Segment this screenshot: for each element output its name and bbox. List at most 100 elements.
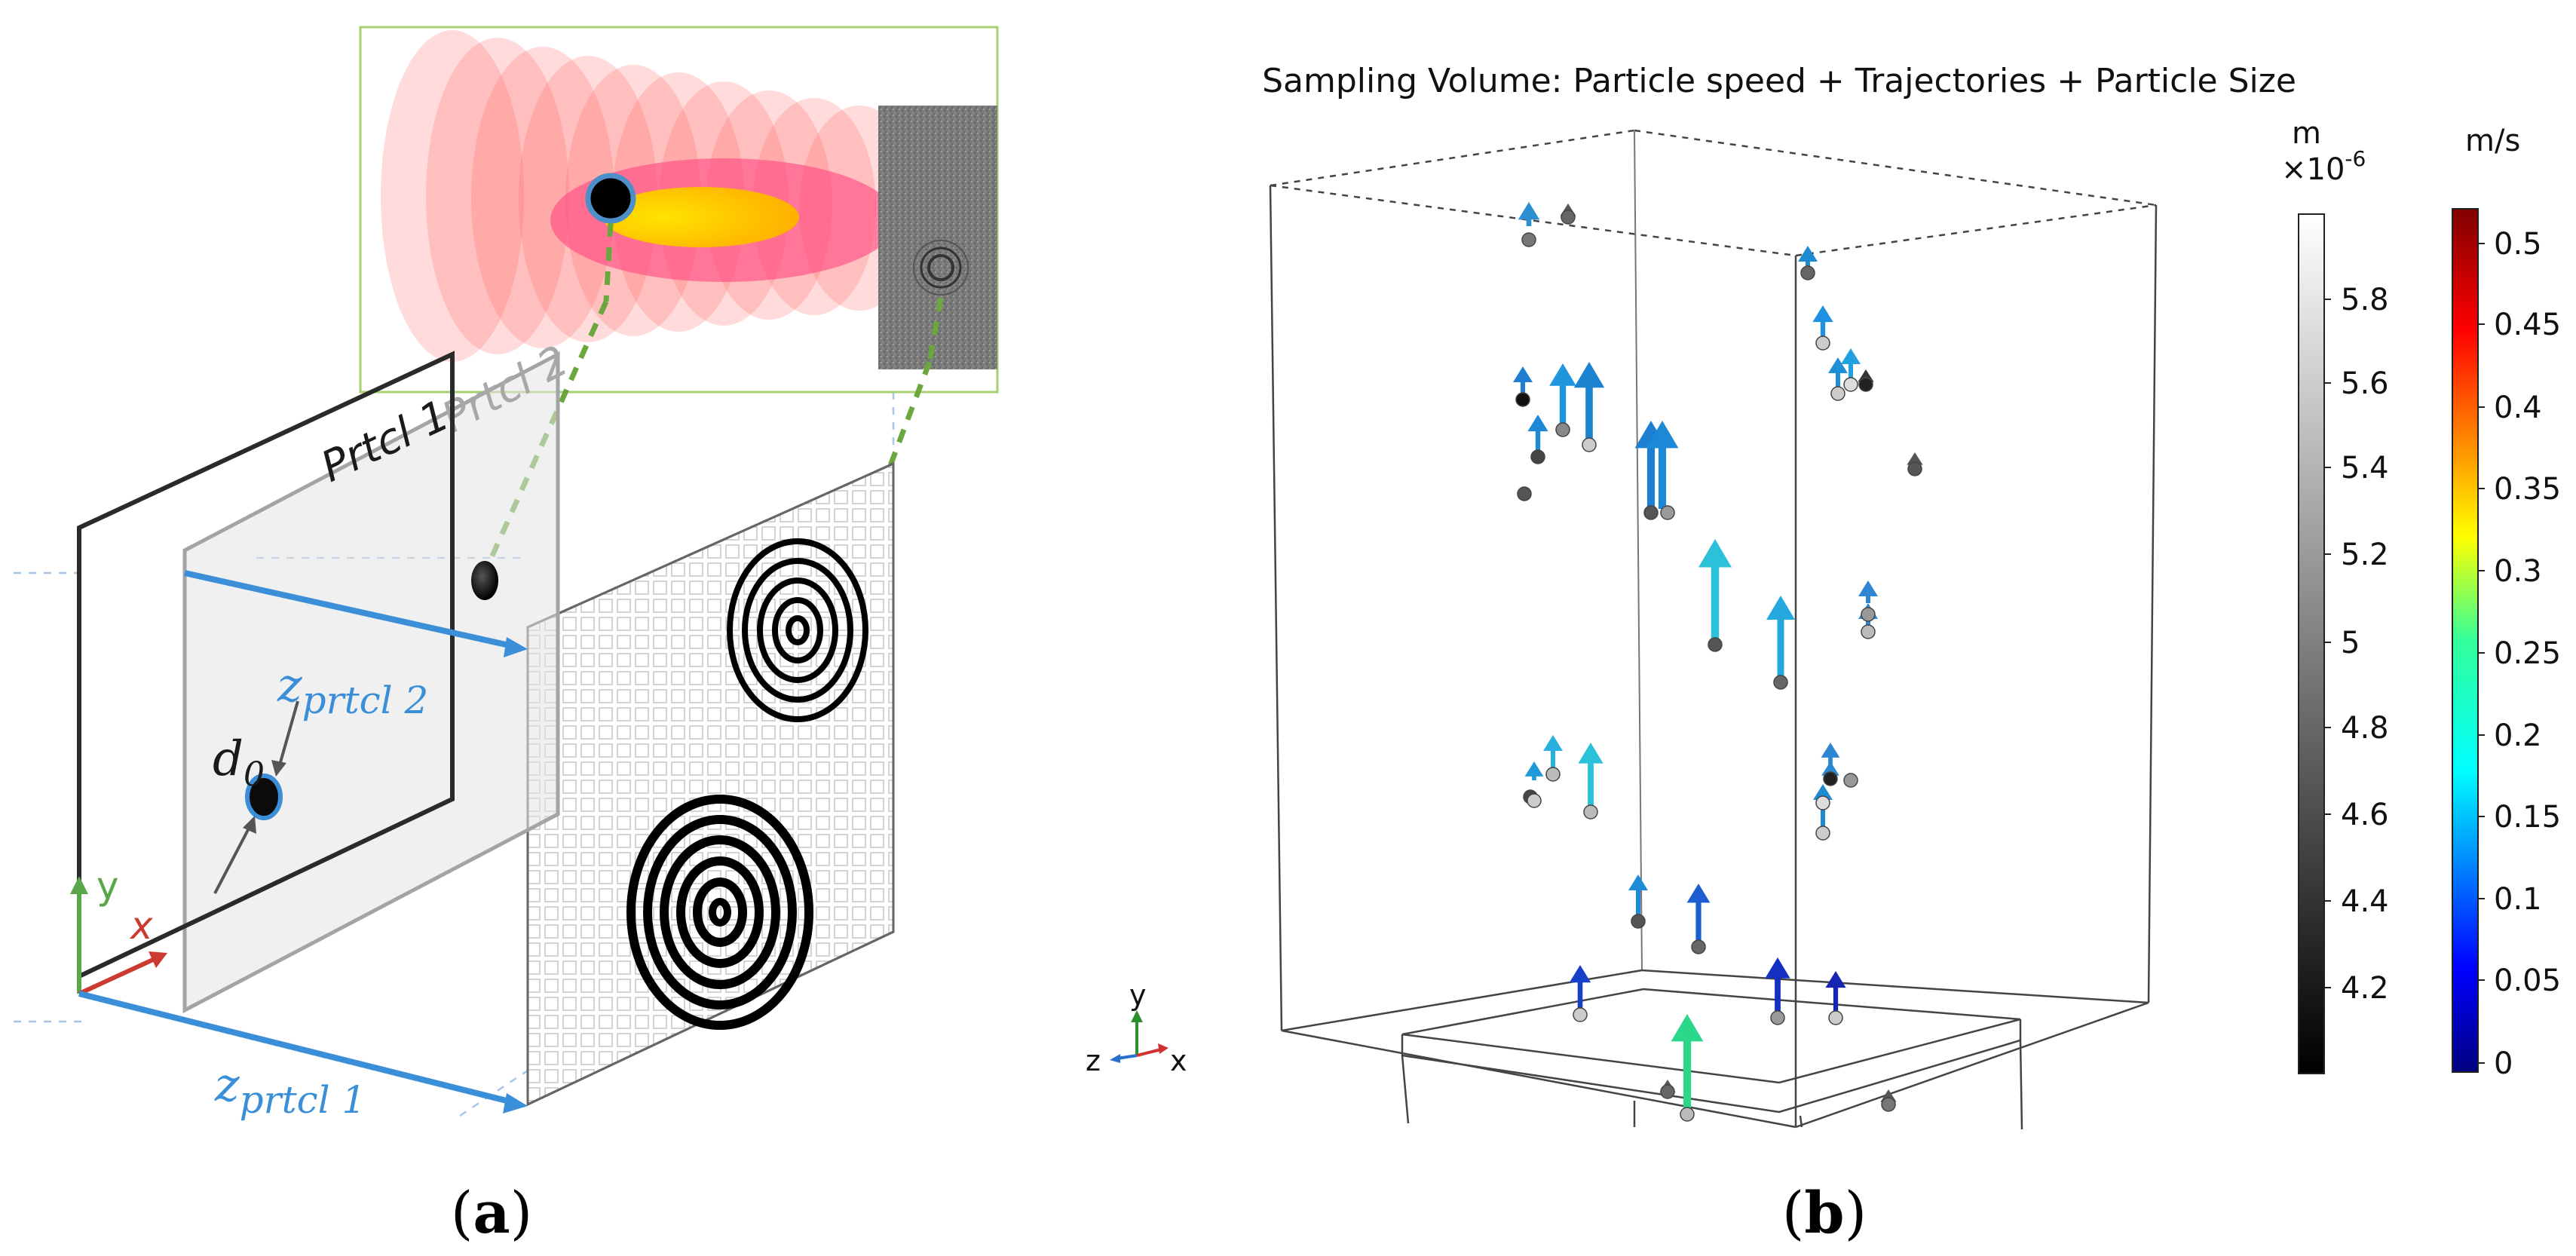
diameter-label: d0	[213, 731, 265, 794]
particle-marker	[1815, 826, 1830, 841]
particle-marker	[1861, 624, 1876, 639]
velocity-arrow-head	[1766, 596, 1795, 620]
speed-tick-label: 0.2	[2494, 718, 2542, 753]
sampling-volume-wireframe	[1269, 129, 2158, 1129]
velocity-arrow-head	[1524, 761, 1544, 777]
size-tick-label: 4.8	[2341, 711, 2389, 746]
triad-z: z	[1086, 1044, 1101, 1077]
velocity-arrow-head	[1671, 1014, 1704, 1042]
velocity-arrow-head	[1813, 784, 1833, 800]
particle-d0: d0	[213, 700, 299, 894]
velocity-arrow-head	[1812, 305, 1833, 323]
velocity-arrow-head	[1765, 957, 1790, 979]
particle-marker	[1582, 437, 1597, 452]
axis-label-x: x	[129, 904, 153, 948]
velocity-arrow-head	[1573, 362, 1605, 388]
velocity-arrow-head	[1798, 246, 1818, 262]
size-colorbar-unit: m	[2292, 116, 2321, 151]
particle-marker	[1561, 210, 1576, 225]
hologram-projection-strip	[359, 26, 999, 394]
size-tick-label: 5.4	[2341, 451, 2389, 486]
size-tick-label: 5.8	[2341, 283, 2389, 317]
panel-a-hologram-diagram: Prtcl 2 Prtcl 1 d0 y x	[14, 26, 999, 1246]
velocity-arrow-head	[1821, 743, 1840, 758]
speed-tick-label: 0.45	[2494, 308, 2561, 342]
particle-marker	[1708, 637, 1723, 652]
velocity-arrow-head	[1518, 202, 1540, 220]
particle-marker	[1830, 386, 1845, 401]
velocity-arrow-head	[1646, 421, 1679, 449]
size-tick-label: 4.6	[2341, 798, 2389, 832]
distance-arrows	[78, 570, 528, 1114]
particle-marker	[1545, 767, 1561, 782]
particle-marker	[1631, 914, 1646, 929]
interference-rings-upper	[727, 538, 868, 722]
velocity-arrow-head	[1825, 971, 1846, 988]
size-colorbar: m ×10-6 5.85.65.45.254.84.64.44.2	[2281, 116, 2389, 1074]
particle-marker	[1517, 486, 1532, 501]
beam-focus	[603, 187, 799, 247]
particle-marker	[1861, 607, 1876, 622]
panel-b-caption: (b)	[1782, 1179, 1867, 1246]
size-tick-label: 5	[2341, 626, 2360, 660]
speed-tick-label: 0.15	[2494, 800, 2561, 835]
size-tick-label: 5.2	[2341, 538, 2389, 572]
particle-marker	[1843, 377, 1858, 392]
speed-tick-label: 0.25	[2494, 636, 2561, 671]
interference-rings-lower	[626, 795, 813, 1030]
velocity-arrow-head	[1907, 452, 1923, 465]
velocity-arrow-head	[1527, 415, 1548, 432]
axis-label-y: y	[96, 864, 119, 908]
velocity-arrow-head	[1549, 363, 1576, 386]
velocity-arrow-head	[1698, 539, 1732, 568]
speed-colorbar-unit: m/s	[2465, 124, 2520, 158]
speed-tick-label: 0.5	[2494, 227, 2542, 262]
particle-marker	[1773, 675, 1788, 690]
triad-x: x	[1170, 1044, 1187, 1077]
particle-marker	[1555, 422, 1570, 437]
size-tick-label: 5.6	[2341, 366, 2389, 401]
velocity-arrow-head	[1513, 366, 1533, 382]
base-frame	[1401, 988, 2023, 1130]
speed-tick-label: 0.35	[2494, 472, 2561, 507]
particle-marker	[1643, 505, 1659, 520]
velocity-arrow-head	[1578, 743, 1603, 764]
particle-marker	[1828, 1010, 1843, 1025]
sensor-box	[526, 461, 895, 1107]
velocity-arrow-head	[1841, 348, 1861, 364]
speed-tick-label: 0.3	[2494, 554, 2542, 589]
velocity-arrow-head	[1543, 735, 1563, 751]
particle-marker	[1521, 232, 1536, 247]
speed-tick-label: 0	[2494, 1046, 2513, 1081]
particle-2	[471, 561, 498, 600]
particle-marker	[1530, 449, 1545, 464]
particle-marker	[1583, 804, 1598, 819]
distance-label-prtcl-2: zprtcl 2	[277, 657, 428, 722]
triad-y: y	[1129, 979, 1147, 1012]
particle-marker	[1907, 461, 1922, 476]
particle-projection	[585, 173, 636, 224]
particle-marker	[1815, 795, 1830, 810]
particle-marker	[1770, 1010, 1785, 1025]
speed-tick-label: 0.1	[2494, 882, 2542, 917]
velocity-arrow-head	[1828, 357, 1848, 373]
size-tick-label: 4.2	[2341, 971, 2389, 1006]
distance-label-prtcl-1: zprtcl 1	[214, 1057, 366, 1122]
particle-marker	[1823, 771, 1838, 786]
velocity-arrow-head	[1628, 875, 1648, 890]
particle-marker	[1680, 1107, 1695, 1122]
particle-marker	[1858, 377, 1873, 392]
particle-marker	[1881, 1097, 1896, 1112]
coordinate-axes: y x	[70, 864, 167, 996]
velocity-arrow-head	[1569, 965, 1591, 983]
panel-a-caption: (a)	[451, 1179, 533, 1246]
size-colorbar-multiplier: ×10-6	[2281, 146, 2366, 187]
velocity-arrow-head	[1821, 761, 1839, 776]
velocity-arrow-head	[1858, 581, 1878, 596]
particle-marker	[1691, 939, 1706, 954]
panel-b-sampling-volume-plot: Sampling Volume: Particle speed + Trajec…	[1086, 62, 2561, 1246]
plot-title: Sampling Volume: Particle speed + Trajec…	[1262, 62, 2296, 100]
velocity-arrow-head	[1686, 884, 1711, 903]
particle-marker	[1515, 392, 1530, 407]
